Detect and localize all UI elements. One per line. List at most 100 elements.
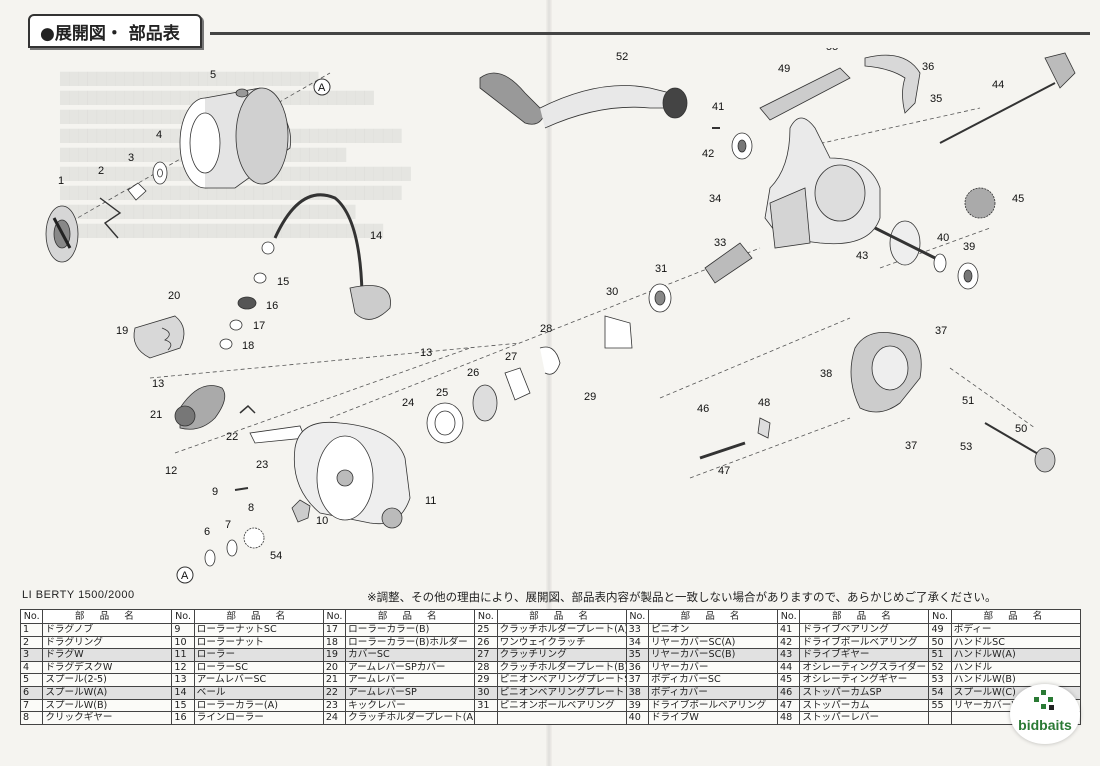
part-number: 41 bbox=[777, 623, 801, 637]
disclaimer-notice: ※調整、その他の理由により、展開図、部品表内容が製品と一致しない場合がありますの… bbox=[367, 590, 997, 604]
part-name: ピニオンベアリングプレートSC bbox=[496, 673, 627, 687]
logo-text: bidbaits bbox=[1018, 717, 1072, 733]
part-number: 9 bbox=[171, 623, 195, 637]
callout-52: 52 bbox=[616, 51, 628, 63]
part-name: オシレーティングギヤー bbox=[799, 673, 930, 687]
callout-10: 10 bbox=[316, 515, 328, 527]
callout-45: 45 bbox=[1012, 193, 1024, 205]
bidbaits-logo: bidbaits bbox=[1010, 684, 1080, 744]
model-name: LI BERTY 1500/2000 bbox=[22, 589, 135, 601]
part-number: 46 bbox=[777, 685, 801, 700]
column-header-no: No. bbox=[928, 609, 952, 624]
reference-markers bbox=[176, 78, 331, 584]
part-number: 48 bbox=[777, 711, 801, 725]
part-number: 24 bbox=[322, 711, 347, 725]
callout-38: 38 bbox=[820, 368, 832, 380]
part-name: ベール bbox=[193, 685, 324, 700]
part-number: 12 bbox=[171, 660, 195, 675]
page-crease bbox=[546, 0, 552, 766]
part-name: ドライブW bbox=[647, 711, 779, 725]
exploded-view-diagram: 1 2 3 4 5 6 7 8 9 10 11 12 13 13 14 15 1… bbox=[45, 48, 1076, 584]
part-name: クラッチホルダープレート(A) bbox=[496, 623, 627, 637]
part-number: 36 bbox=[625, 660, 649, 675]
part-name: ボディカバー bbox=[647, 685, 779, 700]
callout-50: 50 bbox=[1015, 423, 1027, 435]
callout-36: 36 bbox=[922, 61, 934, 73]
callout-20: 20 bbox=[168, 290, 180, 302]
part-body bbox=[759, 67, 881, 249]
logo-icon bbox=[1034, 690, 1054, 710]
part-name: ボディー bbox=[950, 623, 1082, 637]
part-name bbox=[496, 711, 627, 725]
part-number: 5 bbox=[19, 673, 44, 687]
part-number: 45 bbox=[777, 673, 801, 687]
part-name: ドラグデスクW bbox=[42, 660, 173, 675]
column-header-no: No. bbox=[322, 609, 347, 624]
callout-12: 12 bbox=[165, 465, 177, 477]
part-name: ローラーカラー(B)ホルダー bbox=[345, 635, 476, 650]
part-name: ハンドルSC bbox=[950, 635, 1082, 650]
part-number: 3 bbox=[19, 648, 44, 662]
part-number: 35 bbox=[625, 648, 649, 662]
callout-24: 24 bbox=[402, 397, 414, 409]
callout-8: 8 bbox=[248, 502, 254, 514]
part-rotor bbox=[293, 421, 411, 529]
column-header-name: 部 品 名 bbox=[345, 609, 476, 624]
callout-34: 34 bbox=[709, 193, 721, 205]
callout-43: 43 bbox=[856, 250, 868, 262]
part-number: 34 bbox=[625, 635, 649, 650]
part-number: 52 bbox=[928, 660, 952, 675]
part-name: アームレバーSP bbox=[345, 685, 476, 700]
part-number: 29 bbox=[474, 673, 498, 687]
part-name: ピニオン bbox=[647, 623, 779, 637]
column-header-no: No. bbox=[474, 609, 498, 624]
part-number: 51 bbox=[928, 648, 952, 662]
part-number: 47 bbox=[777, 698, 801, 713]
callout-27: 27 bbox=[505, 351, 517, 363]
part-number: 20 bbox=[322, 660, 347, 675]
part-name: ローラーナット bbox=[193, 635, 324, 650]
callout-25: 25 bbox=[436, 387, 448, 399]
callout-21: 21 bbox=[150, 409, 162, 421]
part-number: 11 bbox=[171, 648, 195, 662]
header-rule bbox=[210, 32, 1090, 35]
column-header-name: 部 品 名 bbox=[799, 609, 930, 624]
part-name: スプールW(A) bbox=[42, 685, 173, 700]
part-name: ラインローラー bbox=[193, 711, 324, 725]
part-name: クラッチリング bbox=[496, 648, 627, 662]
part-name: リヤーカバーSC(B) bbox=[647, 648, 779, 662]
callout-40: 40 bbox=[937, 232, 949, 244]
column-header-name: 部 品 名 bbox=[950, 609, 1082, 624]
part-number: 28 bbox=[474, 660, 498, 675]
callout-54: 54 bbox=[270, 550, 282, 562]
part-name: ピニオンベアリングプレート bbox=[496, 685, 627, 700]
part-number: 13 bbox=[171, 673, 195, 687]
part-number: 1 bbox=[19, 623, 44, 637]
part-number: 30 bbox=[474, 685, 498, 700]
callout-13a: 13 bbox=[152, 378, 164, 390]
part-number: 2 bbox=[19, 635, 44, 650]
part-number: 43 bbox=[777, 648, 801, 662]
part-name: アームレバー bbox=[345, 673, 476, 687]
part-number: 25 bbox=[474, 623, 498, 637]
part-number bbox=[928, 711, 952, 725]
callout-37a: 37 bbox=[935, 325, 947, 337]
part-name: スプールW(B) bbox=[42, 698, 173, 713]
callout-37b: 37 bbox=[905, 440, 917, 452]
callout-5: 5 bbox=[210, 69, 216, 81]
column-header-name: 部 品 名 bbox=[193, 609, 324, 624]
callout-22: 22 bbox=[226, 431, 238, 443]
part-name: カバーSC bbox=[345, 648, 476, 662]
callout-13b: 13 bbox=[420, 347, 432, 359]
callout-7: 7 bbox=[225, 519, 231, 531]
part-name: アームレバーSPカバー bbox=[345, 660, 476, 675]
table-row: 8クリックギヤー16ラインローラー24クラッチホルダープレート(A)SC40ドラ… bbox=[19, 711, 1082, 725]
part-number: 17 bbox=[322, 623, 347, 637]
part-number: 39 bbox=[625, 698, 649, 713]
part-number: 42 bbox=[777, 635, 801, 650]
callout-35: 35 bbox=[930, 93, 942, 105]
part-number: 6 bbox=[19, 685, 44, 700]
